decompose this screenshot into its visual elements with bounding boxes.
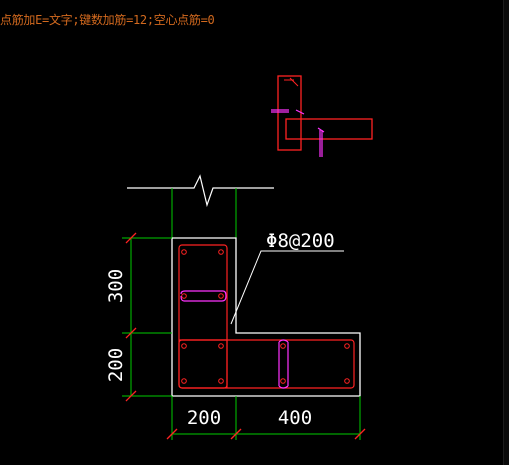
rebar [280,378,286,384]
rebar-dots [181,249,350,384]
annotation-leader [230,250,344,325]
rebar [181,343,187,349]
dimension-vertical [122,237,172,397]
horizontal-leg-stirrup [178,339,355,389]
rebar [280,343,286,349]
rebar [181,293,187,299]
rebar [344,343,350,349]
detail-hook [284,77,299,87]
dimension-horizontal-ticks [166,428,366,440]
detail-tie-horizontal [271,109,305,115]
tie-bars [180,290,289,389]
break-line [127,174,274,208]
rebar [218,343,224,349]
detail-tie-vertical [317,127,325,157]
dim-label-200-horizontal: 200 [187,407,221,429]
rebar [344,378,350,384]
stirrups [178,244,355,389]
rebar [218,293,224,299]
section-outline [171,237,361,397]
rebar [181,378,187,384]
rebar [218,378,224,384]
rebar [181,249,187,255]
rebar [218,249,224,255]
tie-horizontal [180,290,227,302]
dim-label-300: 300 [105,269,127,303]
dim-label-400: 400 [278,407,312,429]
dimension-vertical-ticks [125,232,137,402]
vertical-leg-stirrup [178,244,228,389]
detail-thumbnail [271,75,373,157]
stirrup-label: Φ8@200 [266,230,335,252]
tie-vertical [278,339,289,389]
dimension-horizontal [171,396,361,440]
status-bar-text: 点筋加E=文字;键数加筋=12;空心点筋=0 [0,13,215,27]
dim-label-200-vertical: 200 [105,348,127,382]
vertical-scrollbar[interactable] [503,0,509,465]
detail-horizontal-stirrup [285,118,373,140]
